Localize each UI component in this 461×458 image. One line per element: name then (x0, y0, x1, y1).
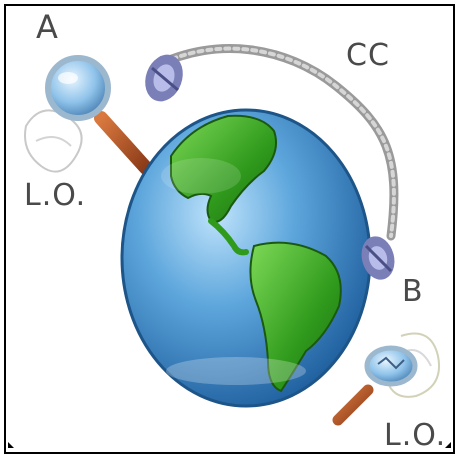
satellite-icon-top (145, 54, 183, 102)
coil-cable-icon (151, 44, 399, 241)
satellite-icon-right (361, 236, 395, 280)
label-a: A (36, 8, 59, 46)
label-lo-top: L.O. (24, 178, 87, 213)
corner-mark-left (8, 442, 14, 448)
globe-icon (120, 108, 372, 408)
label-lo-bottom: L.O. (384, 418, 447, 453)
diagram-canvas (24, 44, 440, 426)
magnifier-icon-bottom (332, 332, 440, 426)
corner-mark-right (445, 442, 451, 448)
label-cc: CC (346, 38, 390, 73)
magnifier-icon-top (24, 55, 153, 175)
label-b: B (402, 274, 424, 309)
diagram-frame: A CC L.O. B L.O. (4, 4, 455, 454)
